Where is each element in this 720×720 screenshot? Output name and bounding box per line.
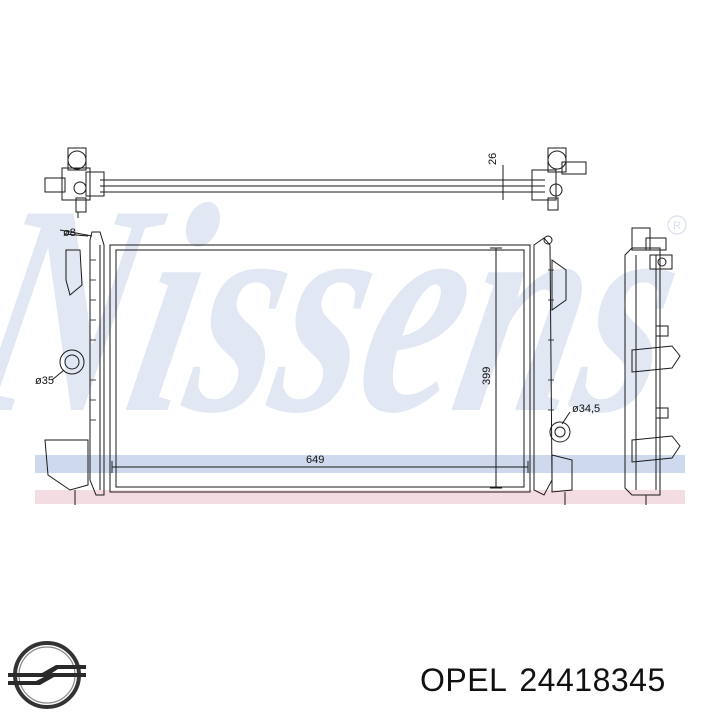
left-pipe-diameter-label: ø35 (35, 375, 54, 387)
watermark-text: Nissens (0, 143, 710, 475)
registered-mark-letter: R (673, 220, 681, 232)
part-number: 24418345 (519, 662, 666, 698)
core-height-label: 399 (481, 367, 493, 385)
background-band-pink (35, 490, 685, 504)
front-view (44, 229, 573, 505)
background-band-blue (35, 455, 685, 473)
inlet-diameter-label: ø8 (63, 227, 76, 239)
watermark: Nissens R (0, 143, 710, 475)
opel-blitz-logo-icon (8, 641, 86, 709)
top-view (44, 147, 587, 218)
core-width-label: 649 (306, 454, 324, 466)
part-caption: OPEL 24418345 (420, 662, 678, 699)
brand-name: OPEL (420, 662, 508, 698)
side-view (624, 227, 681, 505)
registered-mark-icon (667, 215, 687, 235)
right-pipe-diameter-label: ø34,5 (572, 403, 600, 415)
top-height-label: 26 (487, 153, 499, 165)
